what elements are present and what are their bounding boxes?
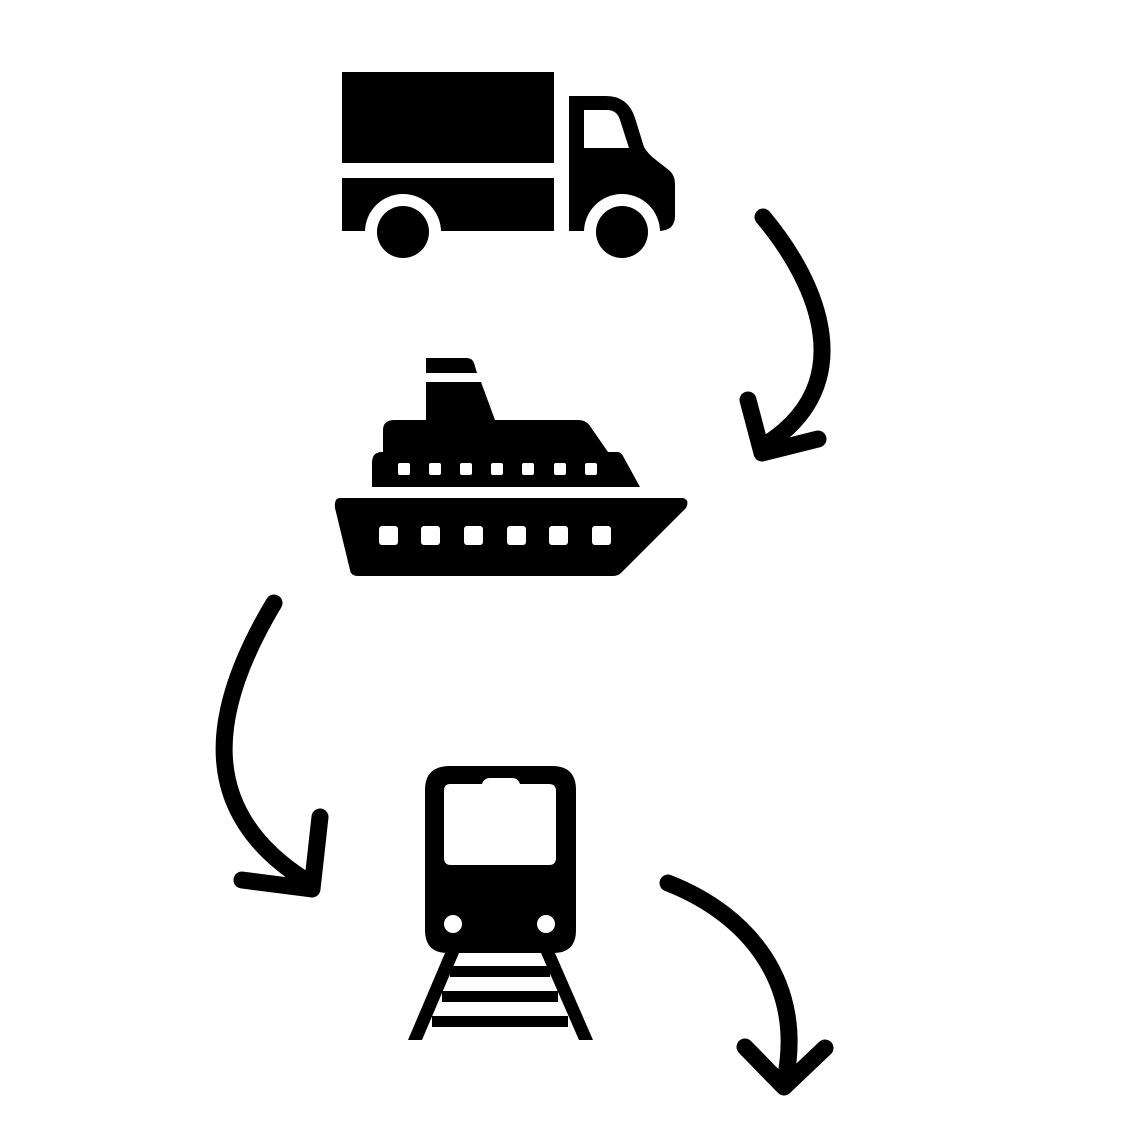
truck-window — [584, 110, 629, 148]
curved-arrow-down-icon — [215, 594, 329, 898]
train-icon — [408, 766, 593, 1040]
curved-arrow-down-icon — [739, 208, 831, 462]
truck-wheels — [377, 206, 648, 258]
ship-upper-windows — [398, 463, 597, 475]
ship-hull-windows — [379, 526, 611, 545]
curved-arrow-down-icon — [659, 874, 834, 1096]
ship-icon — [334, 358, 688, 576]
